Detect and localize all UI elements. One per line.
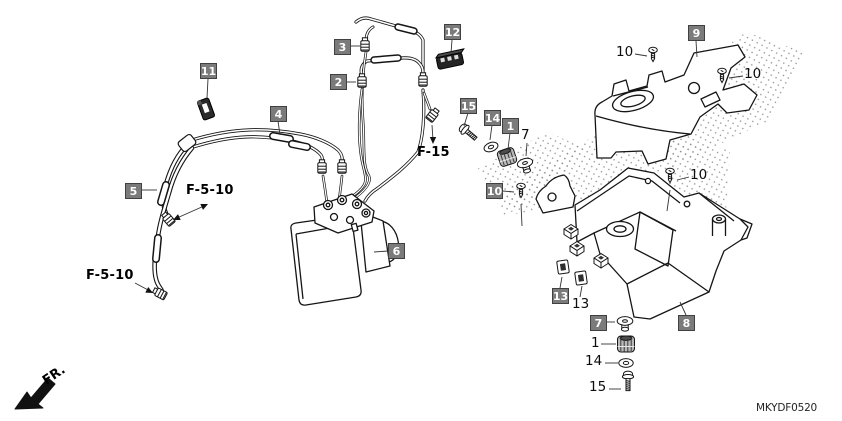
part-callout-9[interactable]: 9 [688,25,705,41]
part-callout-12[interactable]: 12 [444,24,461,40]
part-label-14[interactable]: 14 [585,353,603,369]
part-callout-4[interactable]: 4 [270,106,287,122]
abs-modulator-part6 [290,193,400,306]
part-callout-15[interactable]: 15 [460,98,477,114]
part-callout-1[interactable]: 1 [502,118,519,134]
abs-cover-part9 [594,44,758,165]
part-callout-3[interactable]: 3 [334,39,351,55]
front-direction-arrow [14,377,56,410]
brake-pipes [152,16,432,296]
part-label-10[interactable]: 10 [744,66,762,82]
part-callout-6[interactable]: 6 [388,243,405,259]
pipe-elbow-joint [177,133,197,153]
diagram-code: MKYDF0520 [756,402,818,414]
part-label-13[interactable]: 13 [572,296,590,312]
part-callout-10[interactable]: 10 [486,183,503,199]
ref-label-f-15[interactable]: F-15 [417,145,450,160]
abs-tray-part8 [535,167,753,320]
ref-label-f-5-10[interactable]: F-5-10 [86,268,134,283]
part-callout-11[interactable]: 11 [200,63,217,79]
part-callout-14[interactable]: 14 [484,110,501,126]
part-label-15[interactable]: 15 [589,379,607,395]
part-callout-8[interactable]: 8 [678,315,695,331]
part-label-10[interactable]: 10 [690,167,708,183]
part-callout-13[interactable]: 13 [552,288,569,304]
ref-label-f-5-10[interactable]: F-5-10 [186,183,234,198]
pipe-clamp-part12 [434,48,465,70]
part-callout-2[interactable]: 2 [330,74,347,90]
pipe-clamp-part11 [196,97,215,121]
part-label-10[interactable]: 10 [616,44,634,60]
part-callout-7[interactable]: 7 [590,315,607,331]
part-callout-5[interactable]: 5 [125,183,142,199]
part-label-1[interactable]: 1 [591,335,600,351]
pipe-fittings [151,37,441,301]
part-label-7[interactable]: 7 [521,127,530,143]
